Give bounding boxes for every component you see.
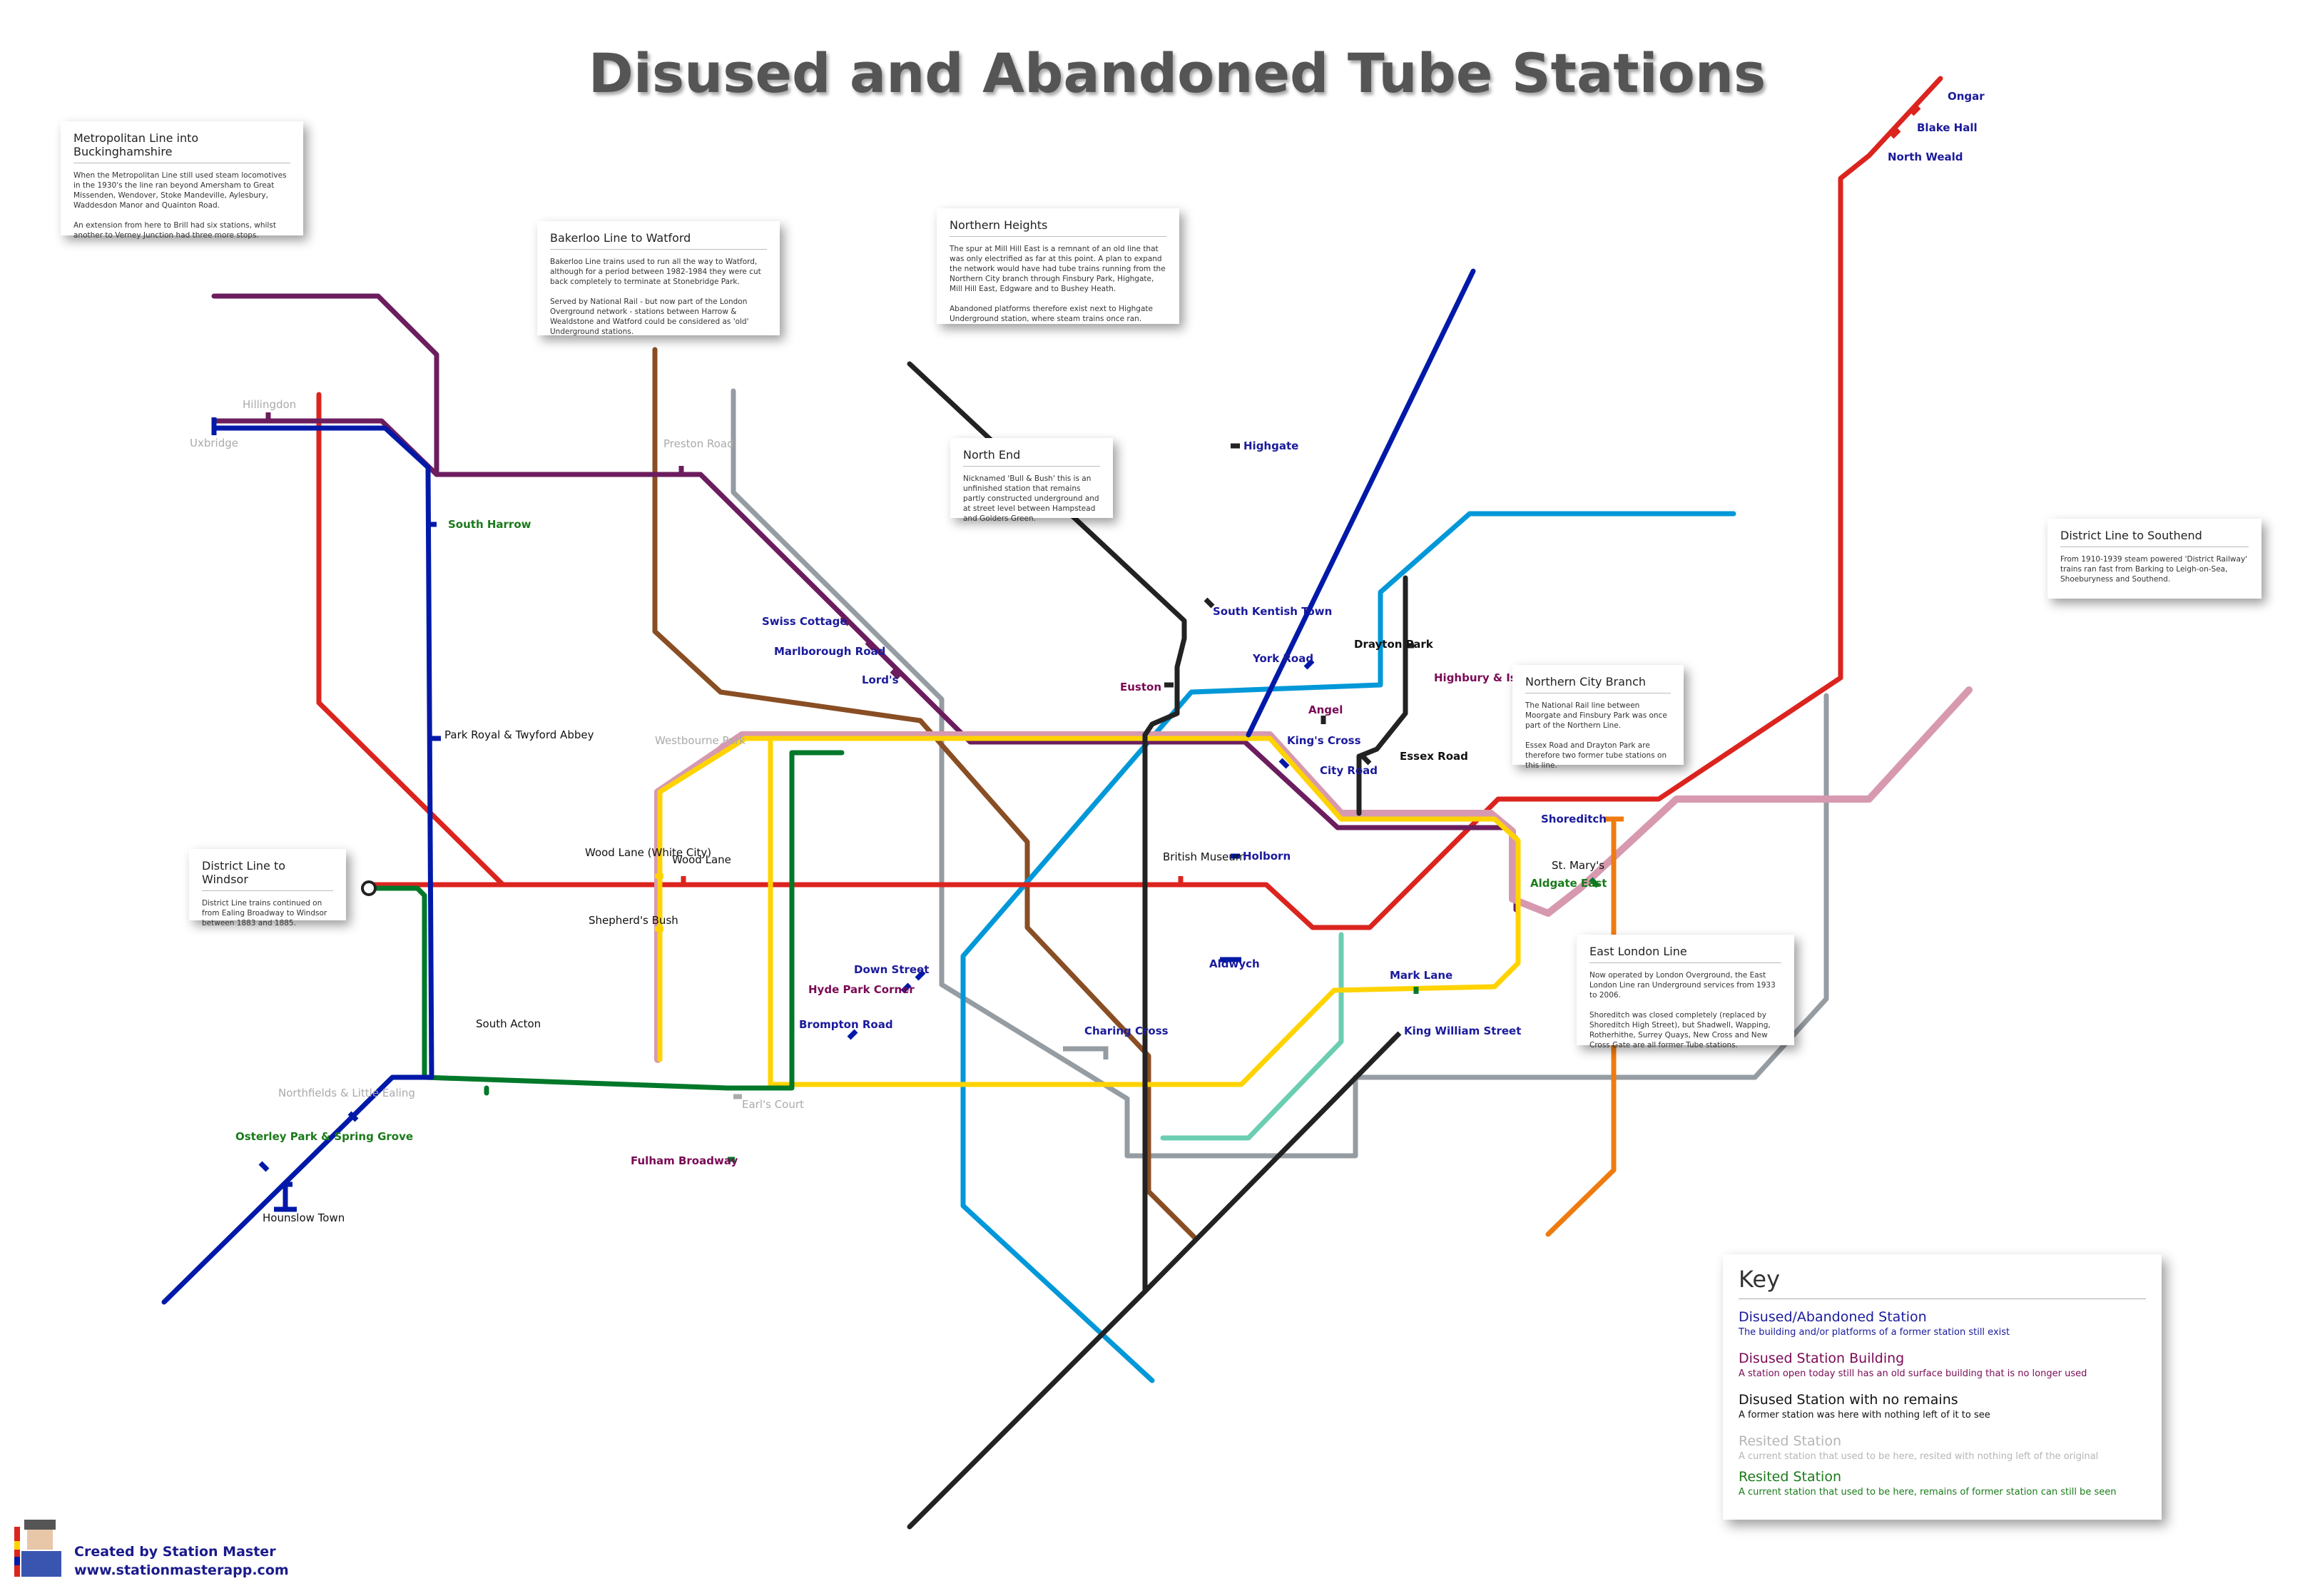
station-british-museum: British Museum xyxy=(1163,850,1246,863)
infobox-metropolitan-buckinghamshire: Metropolitan Line into Buckinghamshire W… xyxy=(61,121,303,240)
station-uxbridge: Uxbridge xyxy=(190,437,238,449)
northern-city-branch xyxy=(1356,575,1408,816)
northern-line xyxy=(907,361,1187,1530)
station-marlborough-road: Marlborough Road xyxy=(774,645,885,658)
station-hillingdon: Hillingdon xyxy=(243,398,296,411)
infobox-district-southend: District Line to Southend From 1910-1939… xyxy=(2047,519,2261,599)
infobox-body: When the Metropolitan Line still used st… xyxy=(73,171,287,240)
piccadilly-east xyxy=(1246,268,1476,738)
station-euston: Euston xyxy=(1120,681,1161,693)
station-charing-cross: Charing Cross xyxy=(1084,1025,1169,1037)
circle-line xyxy=(657,736,1521,1087)
infobox-title: Northern Heights xyxy=(950,218,1166,237)
infobox-body: The spur at Mill Hill East is a remnant … xyxy=(950,245,1166,323)
key-entry-resited: Resited Station A current station that u… xyxy=(1739,1433,2099,1462)
station-south-kentish-town: South Kentish Town xyxy=(1213,605,1332,618)
station-master-avatar-icon xyxy=(14,1520,61,1577)
district-line xyxy=(368,750,845,1091)
infobox-body: From 1910-1939 steam powered 'District R… xyxy=(2060,555,2248,584)
infobox-title: North End xyxy=(963,448,1100,467)
infobox-title: Bakerloo Line to Watford xyxy=(550,231,767,250)
station-down-street: Down Street xyxy=(854,963,929,976)
infobox-bakerloo-watford: Bakerloo Line to Watford Bakerloo Line t… xyxy=(537,221,780,336)
station-park-royal: Park Royal & Twyford Abbey xyxy=(444,728,594,741)
station-south-harrow: South Harrow xyxy=(448,518,531,531)
infobox-title: District Line to Windsor xyxy=(202,859,333,891)
infobox-northern-heights: Northern Heights The spur at Mill Hill E… xyxy=(937,208,1179,324)
station-hounslow-town: Hounslow Town xyxy=(263,1211,345,1224)
credit-line-2[interactable]: www.stationmasterapp.com xyxy=(74,1562,289,1578)
victoria-line xyxy=(960,511,1736,1383)
windsor-terminus-marker xyxy=(361,880,377,896)
infobox-body: Bakerloo Line trains used to run all the… xyxy=(550,258,761,336)
infobox-title: Metropolitan Line into Buckinghamshire xyxy=(73,131,290,163)
station-mark-lane: Mark Lane xyxy=(1390,969,1452,982)
station-hyde-park-corner: Hyde Park Corner xyxy=(808,983,915,996)
infobox-title: East London Line xyxy=(1589,945,1781,963)
credit: Created by Station Master www.stationmas… xyxy=(74,1542,289,1580)
credit-line-1: Created by Station Master xyxy=(74,1544,276,1560)
key-entry-building: Disused Station Building A station open … xyxy=(1739,1351,2087,1379)
hammersmith-line xyxy=(654,686,1973,1063)
infobox-district-windsor: District Line to Windsor District Line t… xyxy=(189,849,346,927)
station-york-road: York Road xyxy=(1252,652,1313,665)
station-st-marys: St. Mary's xyxy=(1552,859,1604,872)
station-angel: Angel xyxy=(1308,703,1343,716)
station-osterley-park: Osterley Park & Spring Grove xyxy=(235,1130,413,1143)
infobox-title: District Line to Southend xyxy=(2060,529,2249,547)
station-wood-lane: Wood Lane xyxy=(672,853,731,866)
key-title: Key xyxy=(1739,1266,2146,1299)
page-title: Disused and Abandoned Tube Stations xyxy=(588,41,1766,105)
key-entry-disused: Disused/Abandoned Station The building a… xyxy=(1739,1309,2010,1338)
station-earls-court: Earl's Court xyxy=(742,1098,804,1111)
map-key: Key Disused/Abandoned Station The buildi… xyxy=(1723,1254,2162,1520)
bank-branch xyxy=(1142,1035,1398,1294)
station-westbourne-park: Westbourne Park xyxy=(655,734,746,747)
infobox-body: Now operated by London Overground, the E… xyxy=(1589,971,1776,1049)
station-brompton-road: Brompton Road xyxy=(799,1018,893,1031)
metropolitan-line xyxy=(211,293,1519,913)
infobox-title: Northern City Branch xyxy=(1525,675,1671,693)
station-preston-road: Preston Road xyxy=(663,437,734,450)
bakerloo-line xyxy=(652,347,1198,1241)
central-line xyxy=(316,76,1943,930)
station-wood-lane-white-city: Wood Lane (White City) xyxy=(585,846,711,859)
station-swiss-cottage: Swiss Cottage xyxy=(762,615,848,628)
station-ongar: Ongar xyxy=(1948,90,1985,103)
jubilee-line xyxy=(731,388,1829,1159)
infobox-body: Nicknamed 'Bull & Bush' this is an unfin… xyxy=(963,474,1099,523)
station-kings-cross: King's Cross xyxy=(1287,734,1361,747)
station-fulham-broadway: Fulham Broadway xyxy=(631,1154,738,1167)
station-shoreditch: Shoreditch xyxy=(1541,813,1607,825)
infobox-northern-city-branch: Northern City Branch The National Rail l… xyxy=(1512,665,1684,770)
infobox-north-end: North End Nicknamed 'Bull & Bush' this i… xyxy=(950,438,1113,523)
station-north-weald: North Weald xyxy=(1888,151,1963,163)
infobox-east-london-line: East London Line Now operated by London … xyxy=(1577,935,1794,1049)
station-king-william-street: King William Street xyxy=(1404,1025,1521,1037)
infobox-body: District Line trains continued on from E… xyxy=(202,899,327,927)
station-holborn: Holborn xyxy=(1243,850,1291,863)
infobox-body: The National Rail line between Moorgate … xyxy=(1525,701,1667,770)
station-northfields: Northfields & Little Ealing xyxy=(278,1087,415,1099)
station-south-acton: South Acton xyxy=(476,1017,541,1030)
station-drayton-park: Drayton Park xyxy=(1354,638,1434,651)
key-entry-resited-remains: Resited Station A current station that u… xyxy=(1739,1469,2117,1498)
station-ticks xyxy=(258,105,1921,1212)
station-city-road: City Road xyxy=(1320,764,1378,777)
key-entry-no-remains: Disused Station with no remains A former… xyxy=(1739,1392,1990,1420)
station-aldwych: Aldwych xyxy=(1209,957,1260,970)
station-aldgate-east: Aldgate East xyxy=(1530,877,1607,890)
station-highgate: Highgate xyxy=(1243,439,1298,452)
station-shepherds-bush: Shepherd's Bush xyxy=(589,914,678,927)
station-lords: Lord's xyxy=(862,674,899,686)
station-essex-road: Essex Road xyxy=(1400,750,1468,763)
station-blake-hall: Blake Hall xyxy=(1917,121,1978,134)
